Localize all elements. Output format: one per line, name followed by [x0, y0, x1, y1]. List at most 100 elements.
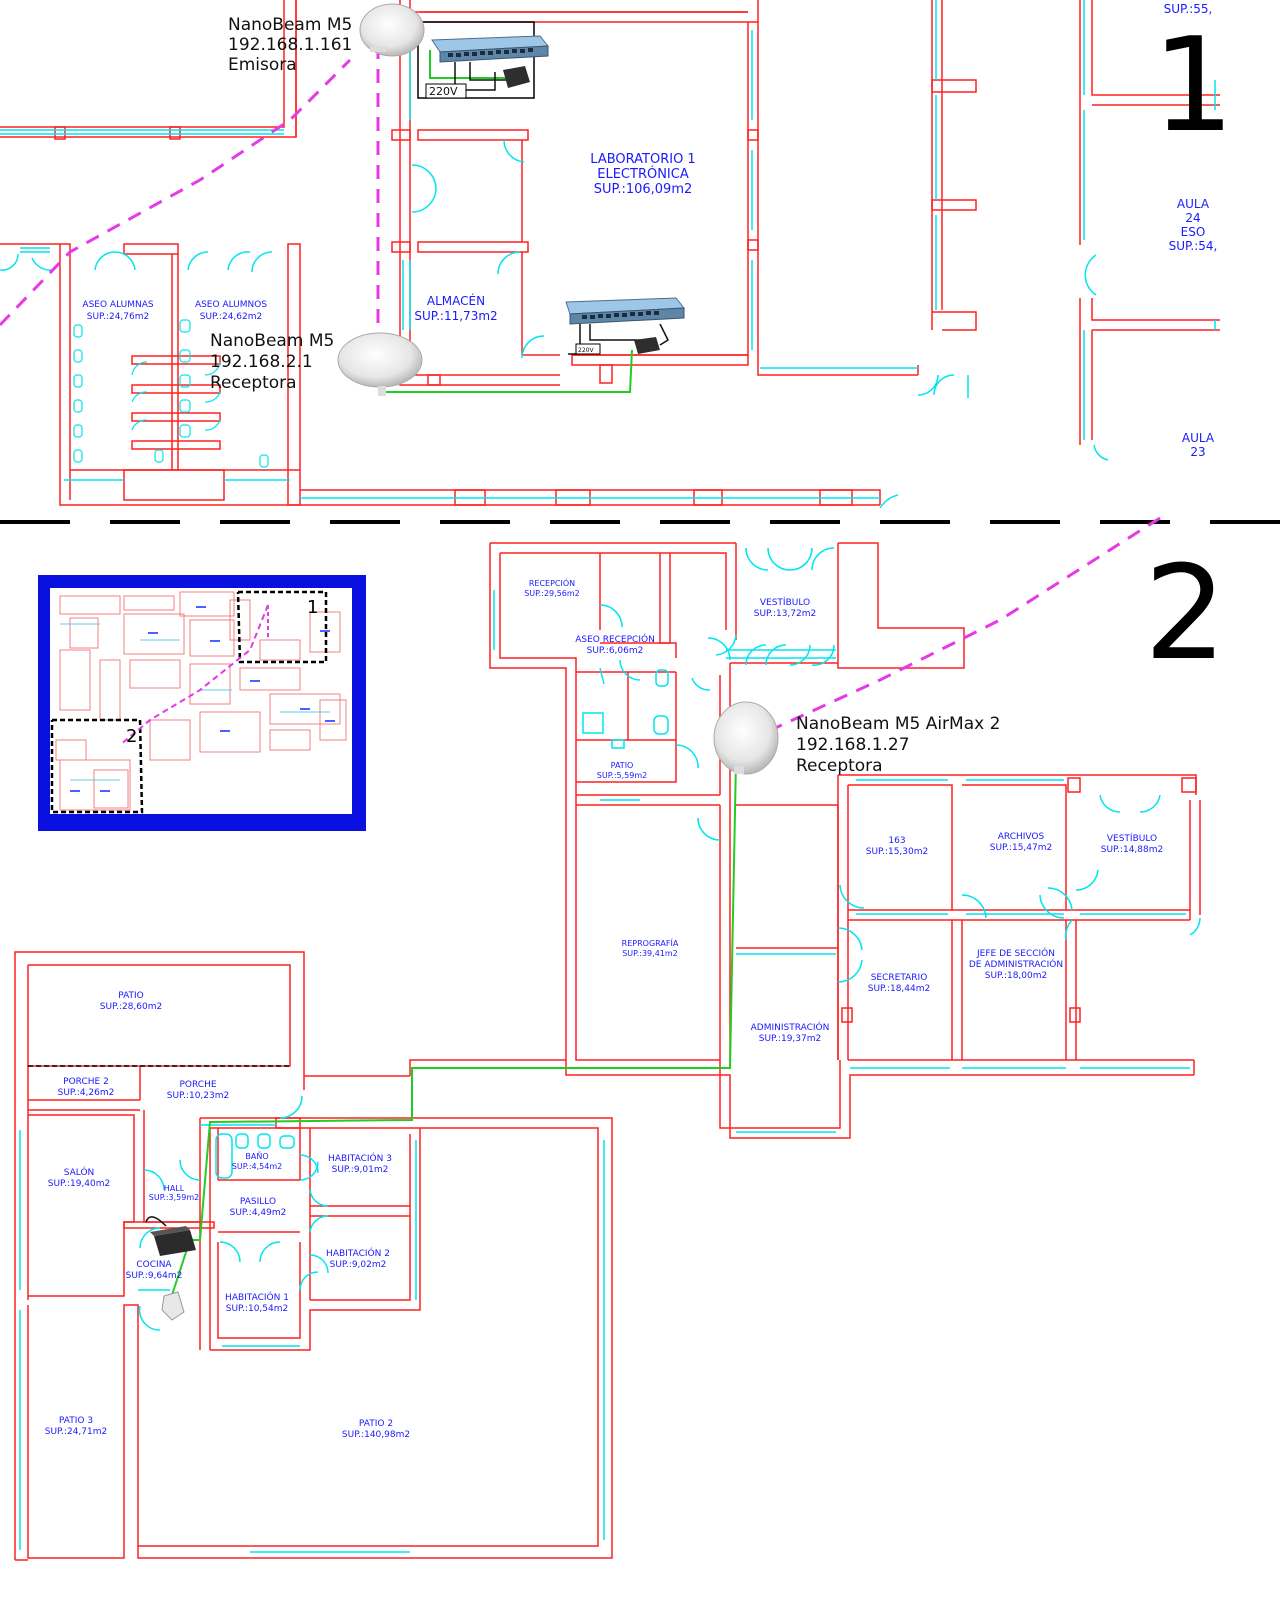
room-label-line: SUP.:24,71m2 [45, 1427, 107, 1437]
label-receiver-2: NanoBeam M5 AirMax 2 192.168.1.27 Recept… [796, 714, 1000, 776]
room-label-line: 163 [888, 836, 905, 846]
antenna-emitter [359, 3, 425, 57]
room-label-line: LABORATORIO 1 [590, 152, 695, 167]
zone-number-1: 1 [1152, 9, 1235, 161]
room-label-line: ADMINISTRACIÓN [751, 1021, 830, 1033]
emitter-role: Emisora [228, 55, 297, 75]
minimap-zone-2: 2 [126, 726, 137, 747]
room-label-line: ESO [1181, 225, 1206, 239]
room-label-line: SUP.:13,72m2 [754, 609, 816, 619]
room-label-line: 23 [1190, 445, 1205, 459]
room-label-line: AULA [1182, 431, 1215, 445]
router-house [161, 1291, 185, 1321]
room-label-line: SUP.:5,59m2 [597, 771, 647, 780]
windows-house [19, 1095, 605, 1553]
network-switch-2: 220V [565, 297, 685, 355]
receiver1-role: Receptora [210, 373, 297, 393]
room-label-line: SUP.:19,37m2 [759, 1034, 821, 1044]
room-label-line: ASEO RECEPCIÓN [575, 633, 655, 645]
receiver2-ip: 192.168.1.27 [796, 735, 910, 755]
room-label-aseo-alumnas: ASEO ALUMNAS SUP.:24,76m2 [82, 300, 153, 322]
room-label-line: COCINA [136, 1260, 172, 1270]
room-label-line: SUP.:10,54m2 [226, 1304, 288, 1314]
walls-zone-2 [489, 542, 1201, 1139]
room-label-line: SUP.:3,59m2 [149, 1193, 199, 1202]
aseo-fixtures [73, 319, 269, 468]
minimap-zone-1: 1 [307, 597, 318, 618]
room-label-line: REPROGRAFÍA [622, 937, 679, 948]
room-label-line: ASEO ALUMNAS [82, 300, 153, 310]
emitter-model: NanoBeam M5 [228, 15, 352, 35]
room-label-line: ASEO ALUMNOS [195, 300, 267, 310]
room-label-line: SUP.:28,60m2 [100, 1002, 162, 1012]
room-label-line: SUP.:4,26m2 [58, 1088, 115, 1098]
room-label-line: DE ADMINISTRACIÓN [969, 958, 1063, 970]
poe-adapter-house [145, 1216, 196, 1256]
room-label-line: SUP.:39,41m2 [622, 949, 678, 958]
room-label-line: SUP.:15,30m2 [866, 847, 928, 857]
receiver2-model: NanoBeam M5 AirMax 2 [796, 714, 1000, 734]
receiver2-role: Receptora [796, 756, 883, 776]
room-label-line: SUP.:140,98m2 [342, 1430, 410, 1440]
room-label-line: PATIO [118, 991, 144, 1001]
room-label-line: ARCHIVOS [998, 832, 1045, 842]
room-label-line: AULA [1177, 197, 1210, 211]
room-label-line: SUP.:4,54m2 [232, 1162, 282, 1171]
walls-zone-1 [0, 0, 1220, 506]
room-label-line: PASILLO [240, 1197, 276, 1207]
overview-minimap: 1 2 [38, 575, 366, 831]
room-label-line: SUP.:18,44m2 [868, 984, 930, 994]
room-label-line: SUP.:6,06m2 [587, 646, 644, 656]
room-label-line: SUP.:54, [1169, 239, 1218, 253]
receiver1-model: NanoBeam M5 [210, 331, 334, 351]
windows-zone-1 [0, 0, 1216, 509]
room-label-line: HALL [164, 1184, 185, 1193]
room-label-line: SUP.:29,56m2 [524, 589, 580, 598]
room-label-line: JEFE DE SECCIÓN [976, 947, 1055, 959]
room-label-line: SUP.:9,64m2 [126, 1271, 183, 1281]
room-label-line: SUP.:10,23m2 [167, 1091, 229, 1101]
room-label-line: SUP.:18,00m2 [985, 971, 1047, 981]
room-label-line: SECRETARIO [871, 973, 928, 983]
room-label-line: ELECTRÓNICA [597, 166, 689, 182]
room-label-line: PATIO 3 [59, 1416, 93, 1426]
power-label-2: 220V [578, 347, 594, 354]
room-label-line: VESTÍBULO [760, 596, 810, 608]
emitter-ip: 192.168.1.161 [228, 35, 352, 55]
room-label-line: SUP.:106,09m2 [594, 182, 693, 197]
room-label-line: SUP.:24,62m2 [200, 312, 262, 322]
room-label-line: HABITACIÓN 2 [326, 1247, 390, 1259]
room-label-line: SUP.:15,47m2 [990, 843, 1052, 853]
room-label-line: SUP.:24,76m2 [87, 312, 149, 322]
antenna-receiver-2 [713, 701, 779, 775]
network-switch-1: 220V [417, 21, 549, 99]
zone-number-2: 2 [1144, 537, 1227, 689]
room-label-line: SUP.:4,49m2 [230, 1208, 287, 1218]
room-label-line: SALÓN [64, 1166, 95, 1178]
receiver1-ip: 192.168.2.1 [210, 352, 313, 372]
room-label-line: SUP.:9,01m2 [332, 1165, 389, 1175]
room-label-line: ALMACÉN [427, 293, 485, 308]
